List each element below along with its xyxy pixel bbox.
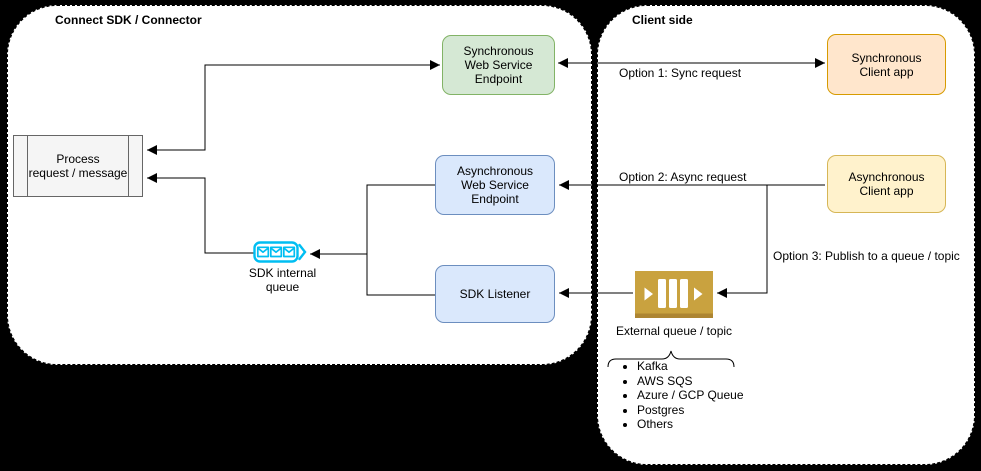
sync-endpoint-label: Synchronous Web Service Endpoint	[463, 44, 534, 86]
client-container-title: Client side	[632, 13, 693, 27]
list-item: AWS SQS	[637, 374, 744, 389]
option1-edge-label: Option 1: Sync request	[618, 66, 743, 80]
list-item: Others	[637, 417, 744, 432]
list-item: Azure / GCP Queue	[637, 388, 744, 403]
process-right-bar	[128, 136, 129, 196]
process-node-label: Process request / message	[28, 152, 128, 180]
async-client-app-node: Asynchronous Client app	[827, 155, 946, 213]
async-web-service-endpoint-node: Asynchronous Web Service Endpoint	[435, 155, 555, 215]
async-endpoint-label: Asynchronous Web Service Endpoint	[456, 164, 534, 206]
list-item: Kafka	[637, 359, 744, 374]
sdk-container-title: Connect SDK / Connector	[55, 13, 202, 27]
option3-edge-label: Option 3: Publish to a queue / topic	[772, 249, 961, 263]
external-queue-label: External queue / topic	[615, 324, 733, 338]
external-queue-icon	[635, 271, 713, 323]
sync-client-label: Synchronous Client app	[851, 50, 922, 79]
process-request-node: Process request / message	[13, 135, 143, 197]
process-left-bar	[27, 136, 28, 196]
async-client-label: Asynchronous Client app	[848, 170, 925, 198]
option2-edge-label: Option 2: Async request	[618, 170, 748, 184]
sdk-internal-queue-icon	[253, 241, 307, 268]
external-queue-examples-list: Kafka AWS SQS Azure / GCP Queue Postgres…	[616, 359, 744, 432]
sdk-listener-label: SDK Listener	[459, 287, 531, 301]
sdk-listener-node: SDK Listener	[435, 265, 555, 323]
sdk-internal-queue-label: SDK internal queue	[248, 266, 317, 294]
sync-client-app-node: Synchronous Client app	[827, 34, 946, 95]
list-item: Postgres	[637, 403, 744, 418]
sync-web-service-endpoint-node: Synchronous Web Service Endpoint	[442, 35, 555, 95]
